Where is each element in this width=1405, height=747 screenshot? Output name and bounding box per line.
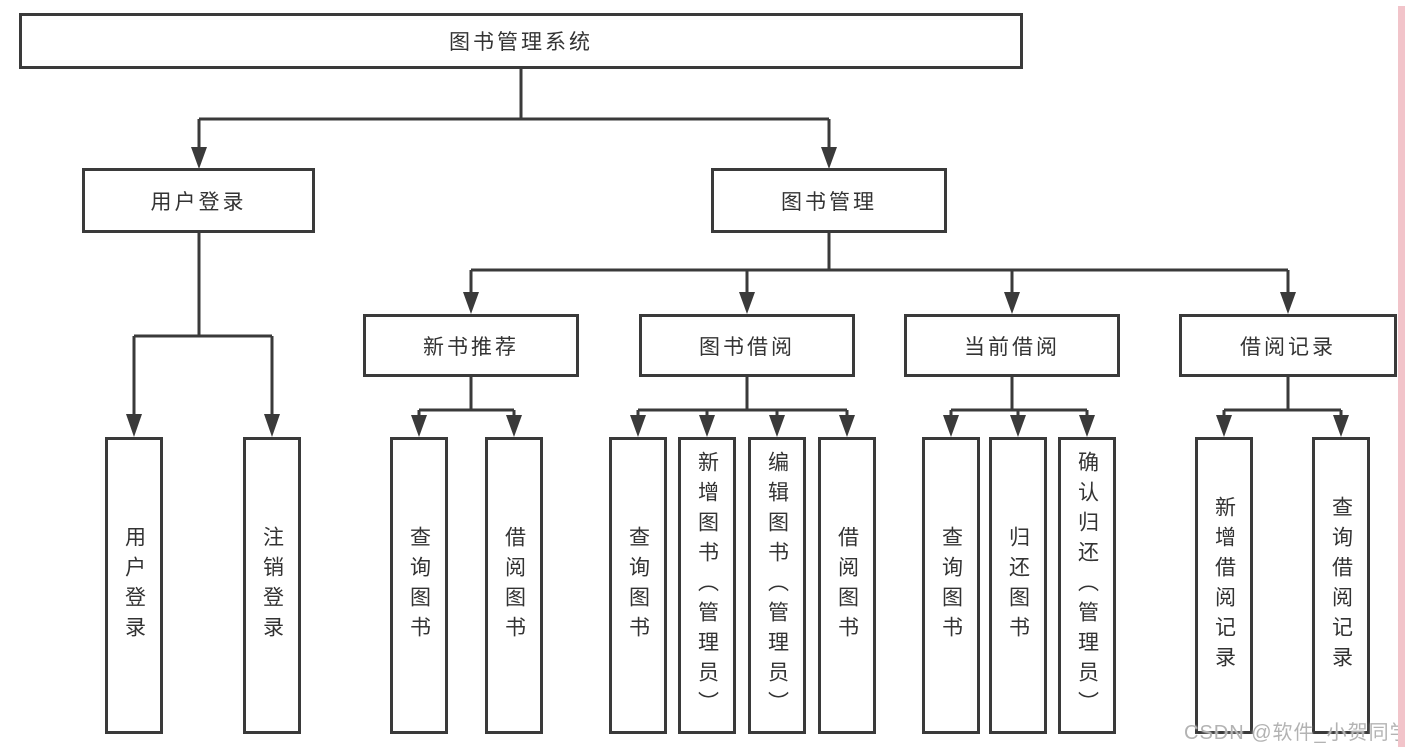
leaf-borrow-query: 查询图书 <box>609 437 667 734</box>
leaf-logout: 注销登录 <box>243 437 301 734</box>
leaf-current-query: 查询图书 <box>922 437 980 734</box>
leaf-records-query-label: 查询借阅记录 <box>1329 495 1353 676</box>
connector-book-borrow-to-leaves <box>630 377 855 437</box>
leaf-current-confirm-return: 确认归还（管理员） <box>1058 437 1116 734</box>
leaf-borrow-query-label: 查询图书 <box>626 525 650 646</box>
node-root: 图书管理系统 <box>19 13 1023 69</box>
leaf-records-add-label: 新增借阅记录 <box>1212 495 1236 676</box>
leaf-newbooks-query: 查询图书 <box>390 437 448 734</box>
leaf-newbooks-borrow: 借阅图书 <box>485 437 543 734</box>
accent-strip <box>1398 6 1405 747</box>
leaf-borrow-book-label: 借阅图书 <box>835 525 859 646</box>
node-book-management: 图书管理 <box>711 168 947 233</box>
leaf-current-return: 归还图书 <box>989 437 1047 734</box>
leaf-borrow-edit-book-label: 编辑图书（管理员） <box>765 450 789 721</box>
node-current-borrow: 当前借阅 <box>904 314 1120 377</box>
connector-borrow-records-to-leaves <box>1216 377 1349 437</box>
leaf-current-return-label: 归还图书 <box>1006 525 1030 646</box>
leaf-borrow-edit-book: 编辑图书（管理员） <box>748 437 806 734</box>
leaf-borrow-book: 借阅图书 <box>818 437 876 734</box>
node-borrow-records: 借阅记录 <box>1179 314 1397 377</box>
leaf-records-query: 查询借阅记录 <box>1312 437 1370 734</box>
leaf-logout-label: 注销登录 <box>260 525 284 646</box>
leaf-current-confirm-return-label: 确认归还（管理员） <box>1075 450 1099 721</box>
leaf-borrow-add-book: 新增图书（管理员） <box>678 437 736 734</box>
csdn-watermark: CSDN @软件_小贺同学 <box>1184 722 1405 744</box>
leaf-records-add: 新增借阅记录 <box>1195 437 1253 734</box>
connector-current-borrow-to-leaves <box>943 377 1095 437</box>
leaf-borrow-add-book-label: 新增图书（管理员） <box>695 450 719 721</box>
leaf-user-login: 用户登录 <box>105 437 163 734</box>
leaf-newbooks-borrow-label: 借阅图书 <box>502 525 526 646</box>
leaf-current-query-label: 查询图书 <box>939 525 963 646</box>
connector-new-books-to-leaves <box>411 377 522 437</box>
leaf-newbooks-query-label: 查询图书 <box>407 525 431 646</box>
connector-user-login-to-leaves <box>126 233 280 437</box>
node-user-login: 用户登录 <box>82 168 315 233</box>
node-new-books: 新书推荐 <box>363 314 579 377</box>
node-book-borrow: 图书借阅 <box>639 314 855 377</box>
connector-root-to-level2 <box>191 69 837 169</box>
leaf-user-login-label: 用户登录 <box>122 525 146 646</box>
connector-book-management-to-level3 <box>463 233 1296 314</box>
